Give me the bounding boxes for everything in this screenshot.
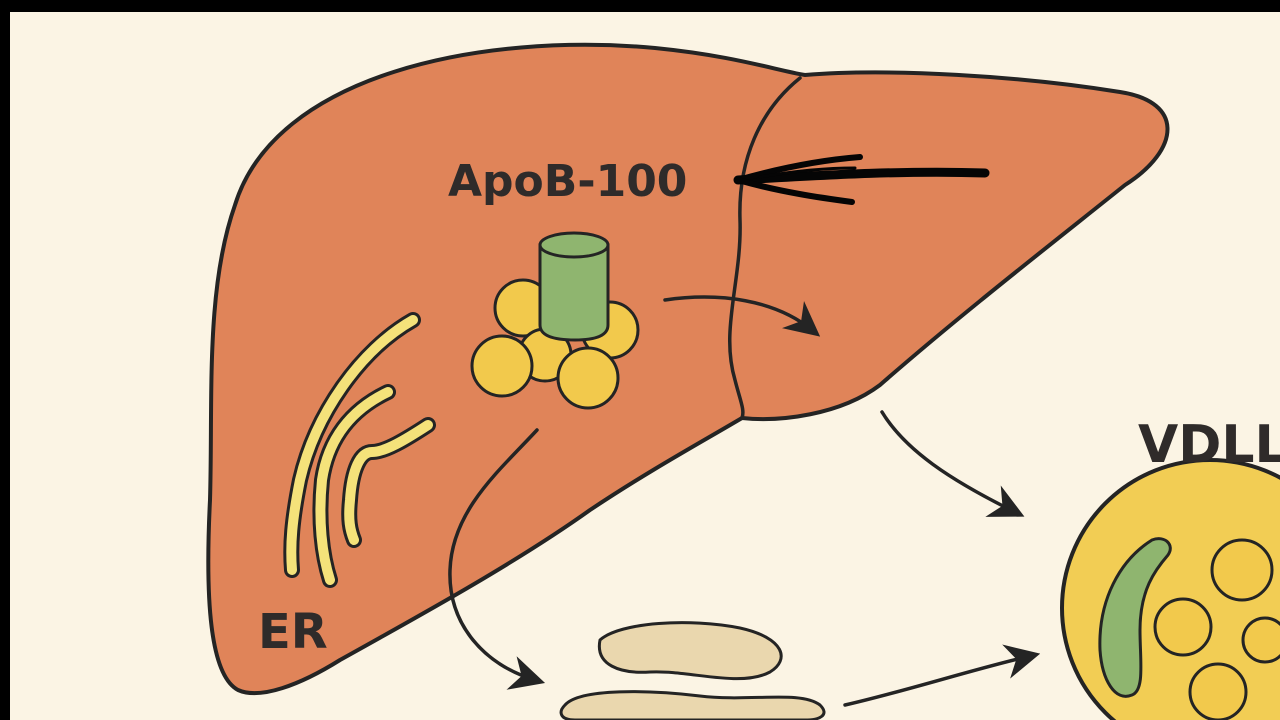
arrow-to-upper-lobe xyxy=(663,295,821,337)
apob-100-label: ApoB-100 xyxy=(448,156,687,207)
er-label: ER xyxy=(258,604,328,660)
er-membranes xyxy=(283,312,436,588)
flow-arrows xyxy=(448,295,1041,707)
letterbox-top xyxy=(0,0,1280,12)
liver xyxy=(206,42,1170,696)
arrow-to-golgi xyxy=(448,428,546,690)
vldl-label: VDLL xyxy=(1138,415,1280,475)
golgi-apparatus xyxy=(559,621,826,720)
apob-100-protein xyxy=(538,231,610,342)
arrow-to-vldl xyxy=(880,410,1025,517)
arrow-golgi-to-vldl xyxy=(843,644,1041,707)
lipid-droplet-cluster xyxy=(470,278,640,410)
apob-pointer-arrow xyxy=(733,154,990,205)
liver-lobe-divider xyxy=(728,76,802,420)
letterbox-left xyxy=(0,0,10,720)
vldl-lipid-cores xyxy=(1153,538,1280,720)
vldl-apob-protein xyxy=(1098,537,1172,698)
vldl-particle xyxy=(1060,458,1280,720)
